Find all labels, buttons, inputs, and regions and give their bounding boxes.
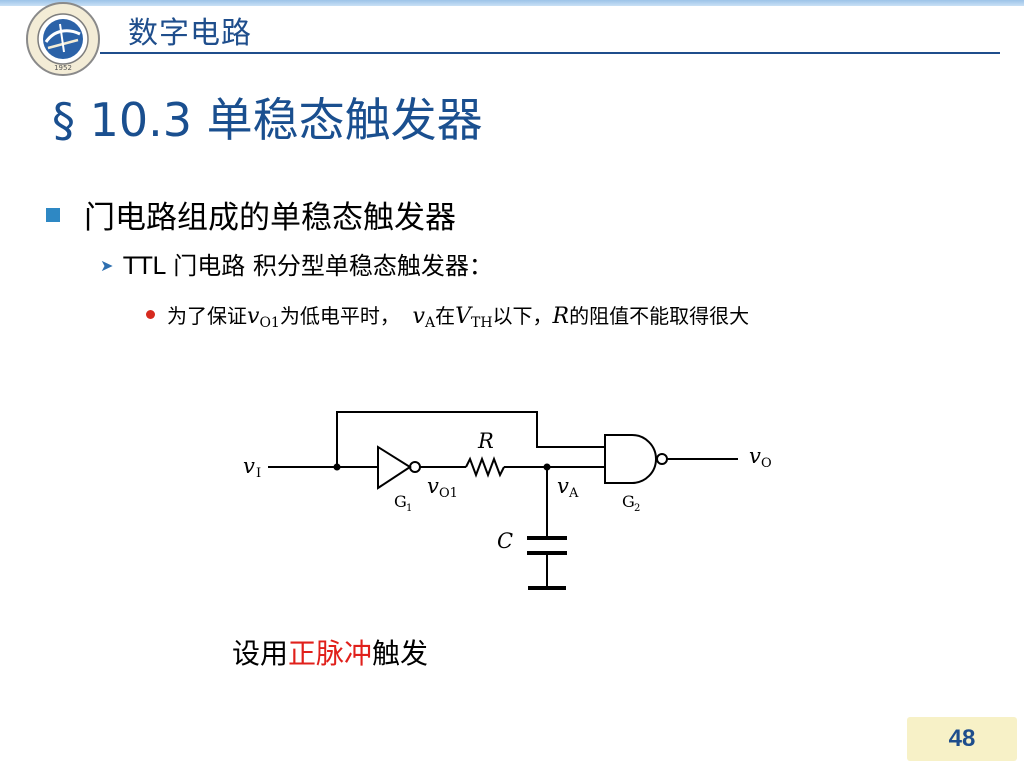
l3-sub-a: A [424,315,436,331]
l3-var-va: v [412,304,425,329]
bullet-level2: ➤ TTL 门电路 积分型单稳态触发器： [100,246,493,281]
page-number-box: 48 [907,717,1017,761]
bullet-level1-text: 门电路组成的单稳态触发器 [84,200,456,236]
l3-text-5: 的阻值不能取得很大 [569,304,750,328]
top-accent-bar [0,0,1024,6]
l3-text-3: 在 [435,304,456,328]
page-number: 48 [948,725,976,752]
label-vi-sub: I [256,466,261,481]
dot-bullet-icon [146,310,155,319]
g2-nand-gate-icon [604,434,657,484]
header-divider [100,52,1000,54]
label-g2: G [622,492,635,511]
arrow-bullet-icon: ➤ [100,256,114,275]
label-g1-sub: 1 [406,503,412,514]
label-va: v [557,474,569,498]
junction-dot-a [543,463,551,471]
section-title: § 10.3 单稳态触发器 [52,93,483,147]
square-bullet-icon [46,208,60,222]
feedback-wire [336,411,605,467]
l3-var-vth: V [455,304,471,329]
l3-text-1: 为了保证 [167,304,247,328]
bullet-level3: 为了保证vO1为低电平时， vA在VTH以下，R的阻值不能取得很大 [146,300,749,331]
seal-year: 1952 [54,64,72,72]
label-r: R [477,429,494,453]
label-c: C [497,529,513,553]
trigger-note-highlight: 正脉冲 [288,637,373,670]
label-vo-sub: O [761,456,772,471]
label-g2-sub: 2 [634,503,640,514]
l3-text-4: 以下， [492,304,553,328]
l3-var-vo1: v [247,304,260,329]
label-va-sub: A [568,486,579,501]
label-vo1: v [427,474,439,498]
university-seal-icon: 1952 [26,2,100,76]
g1-inverter-icon [377,445,412,490]
bullet-level2-text: TTL 门电路 积分型单稳态触发器： [123,252,493,280]
l3-var-r: R [552,304,570,329]
l3-sub-o1: O1 [259,315,280,331]
bullet-level1: 门电路组成的单稳态触发器 [46,192,456,237]
resistor-icon [465,456,505,478]
junction-dot-input [333,463,341,471]
label-vo1-sub: O1 [439,486,458,501]
trigger-note-before: 设用 [232,637,289,670]
l3-sub-th: TH [471,315,493,331]
label-vi: v [243,454,255,478]
course-title: 数字电路 [128,16,252,51]
label-g1: G [394,492,407,511]
label-vo: v [749,444,761,468]
l3-text-2: 为低电平时， [279,304,400,328]
g2-bubble [656,453,668,465]
trigger-note: 设用正脉冲触发 [232,632,428,672]
trigger-note-after: 触发 [372,637,429,670]
